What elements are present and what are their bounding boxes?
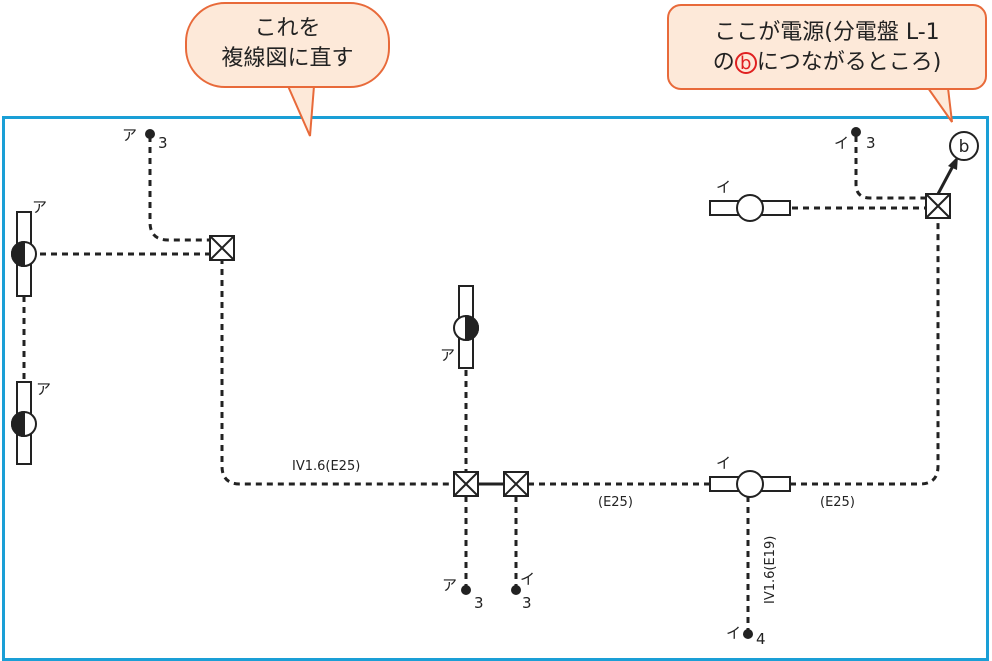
label-i-bottom-right: イ [716,454,731,472]
terminal-dot-i4 [743,629,753,639]
power-source-circle [949,131,979,161]
junction-box-left [209,235,235,261]
label-i-top: イ [834,134,849,152]
callout-power-line1: ここが電源(分電盤 L-1 [714,20,940,45]
wire-a3-top [148,136,212,242]
cable-label-e25-right: (E25) [820,495,855,510]
receptacle-left-bottom [11,381,37,465]
source-arrow [936,156,958,195]
label-3-bottom-a: 3 [474,594,484,612]
wire-e25-right [790,222,940,486]
label-4: 4 [756,630,766,648]
receptacle-left-top [11,211,37,297]
label-a-bottom: ア [442,576,457,594]
wiring-lines [22,136,940,630]
callout-left-tail [286,85,316,137]
callout-power-line2-prefix: の [712,50,735,75]
terminal-dot-i3-bottom [511,585,521,595]
label-3-bottom-i: 3 [522,594,532,612]
terminal-dot-a3-top [145,129,155,139]
callout-power-line2-suffix: につながるところ) [756,50,942,75]
label-a-top: ア [122,126,137,144]
power-source-label: b [959,137,970,157]
junction-box-center-1 [453,471,479,497]
terminal-dot-i3-top [851,127,861,137]
lamp-bottom-right [709,470,791,498]
label-3-top-right: 3 [866,134,876,152]
callout-convert-line2: 複線図に直す [221,46,354,71]
label-i-bottom: イ [520,570,535,588]
cable-label-iv16-e19: IV1.6(E19) [763,536,778,604]
cable-label-iv16-e25: IV1.6(E25) [292,459,360,474]
callout-convert: これを 複線図に直す [185,2,390,88]
label-3-top: 3 [158,134,168,152]
callout-right-tail [926,87,953,123]
wire-iv16-e25 [220,258,454,486]
label-a-left-bottom: ア [36,380,51,398]
label-i-4: イ [726,624,741,642]
label-a-center: ア [440,346,455,364]
callout-convert-line1: これを [254,16,321,41]
terminal-dot-a3-bottom [461,585,471,595]
receptacle-center [453,285,479,369]
label-a-left-top: ア [32,198,47,216]
lamp-top-right [709,194,791,222]
cable-label-e25-mid: (E25) [598,495,633,510]
source-b-mark: b [734,52,757,74]
wire-i3-top [854,136,928,200]
label-i-top-right: イ [716,178,731,196]
junction-box-center-2 [503,471,529,497]
junction-box-top-right [925,193,951,219]
